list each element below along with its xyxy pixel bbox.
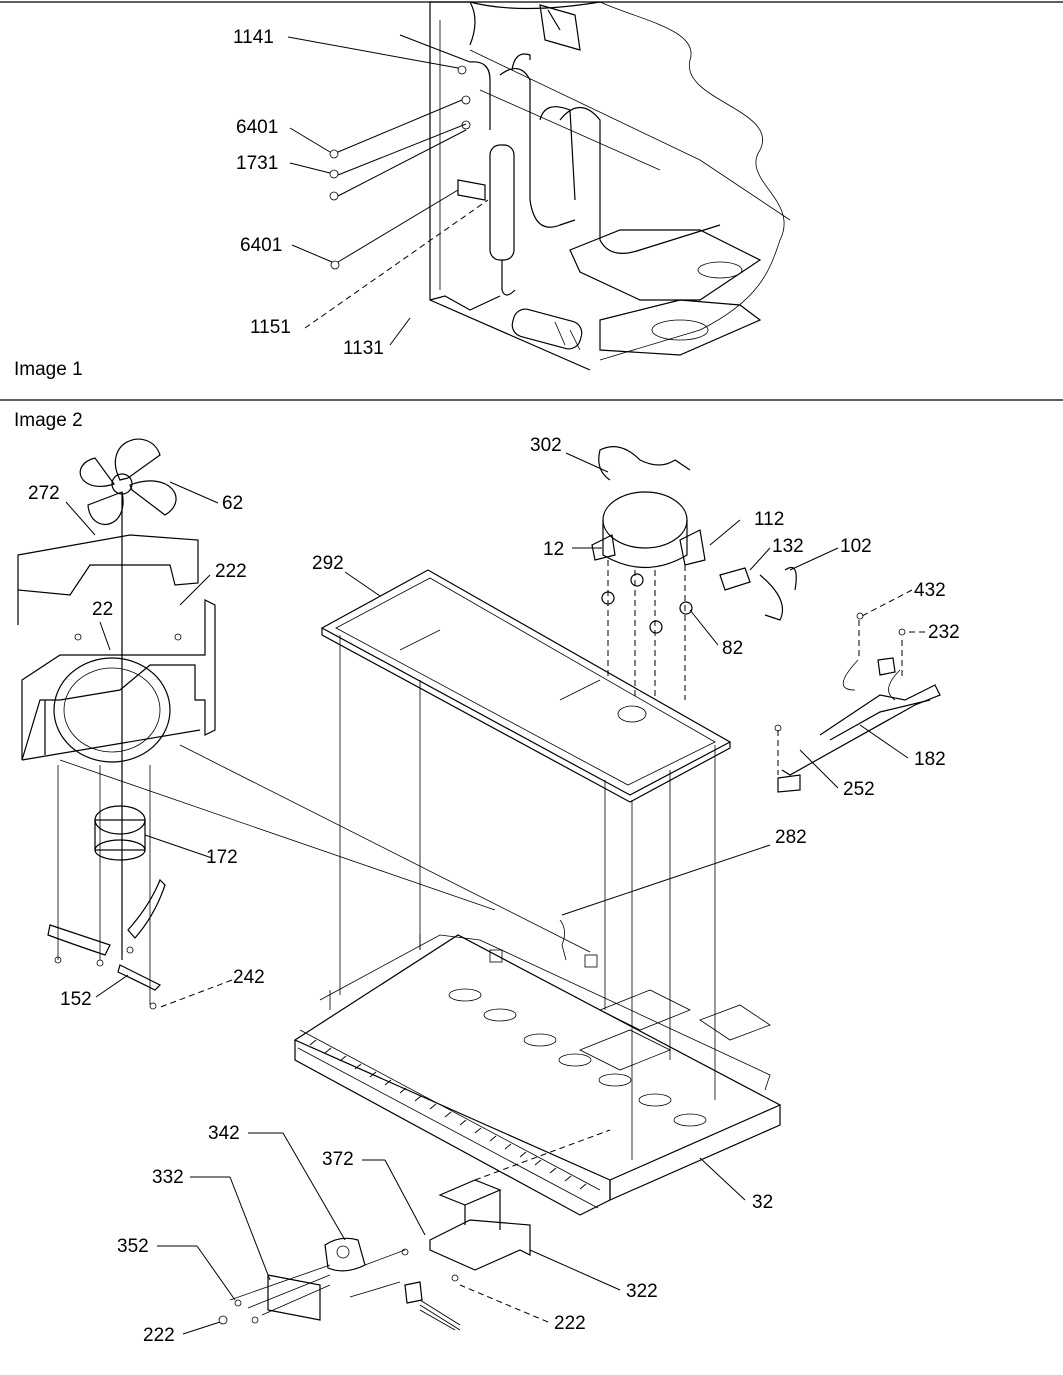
callout-252: 252: [843, 779, 875, 800]
mounting-bracket: [429, 1129, 611, 1271]
callout-62: 62: [222, 493, 243, 514]
image1-leaders: [287, 36, 489, 346]
callout-1141: 1141: [233, 27, 274, 48]
callout-352: 352: [117, 1236, 149, 1257]
motor-clip: [127, 878, 166, 939]
callout-282: 282: [775, 827, 807, 848]
motor-clip: [117, 964, 162, 991]
image1-drawing: [329, 1, 791, 371]
power-wire: [759, 566, 797, 621]
callout-82: 82: [722, 638, 743, 659]
wire-harness: [774, 612, 941, 793]
callout-432: 432: [914, 580, 946, 601]
motor-bracket: [21, 599, 216, 763]
callout-222: 222: [554, 1313, 586, 1334]
callout-222: 222: [143, 1325, 175, 1346]
callout-292: 292: [312, 553, 344, 574]
defrost-timer: [218, 1237, 461, 1331]
callout-272: 272: [28, 483, 60, 504]
fan-blade: [79, 438, 177, 960]
callout-182: 182: [914, 749, 946, 770]
callout-242: 242: [233, 967, 265, 988]
image2-leaders: [65, 452, 925, 1335]
callout-22: 22: [92, 599, 113, 620]
fan-motor: [94, 805, 146, 861]
overload-relay: [719, 567, 751, 591]
callout-1731: 1731: [236, 153, 278, 174]
callout-342: 342: [208, 1123, 240, 1144]
compressor: [591, 446, 706, 700]
motor-clip: [47, 924, 111, 956]
callout-6401: 6401: [240, 235, 282, 256]
image1-label: Image 1: [14, 359, 83, 380]
base-pan: [293, 919, 782, 1216]
callout-12: 12: [543, 539, 564, 560]
drain-pan: [320, 569, 732, 1160]
callout-132: 132: [772, 536, 804, 557]
callout-322: 322: [626, 1281, 658, 1302]
callout-1151: 1151: [250, 317, 291, 338]
callout-332: 332: [152, 1167, 184, 1188]
image2-label: Image 2: [14, 410, 83, 431]
callout-302: 302: [530, 435, 562, 456]
callout-232: 232: [928, 622, 960, 643]
fan-shroud: [17, 534, 199, 625]
callout-6401: 6401: [236, 117, 278, 138]
callout-32: 32: [752, 1192, 773, 1213]
callout-112: 112: [754, 509, 784, 530]
callout-222: 222: [215, 561, 247, 582]
callout-1131: 1131: [343, 338, 384, 359]
callout-372: 372: [322, 1149, 354, 1170]
callout-102: 102: [840, 536, 872, 557]
callout-172: 172: [206, 847, 238, 868]
callout-152: 152: [60, 989, 92, 1010]
